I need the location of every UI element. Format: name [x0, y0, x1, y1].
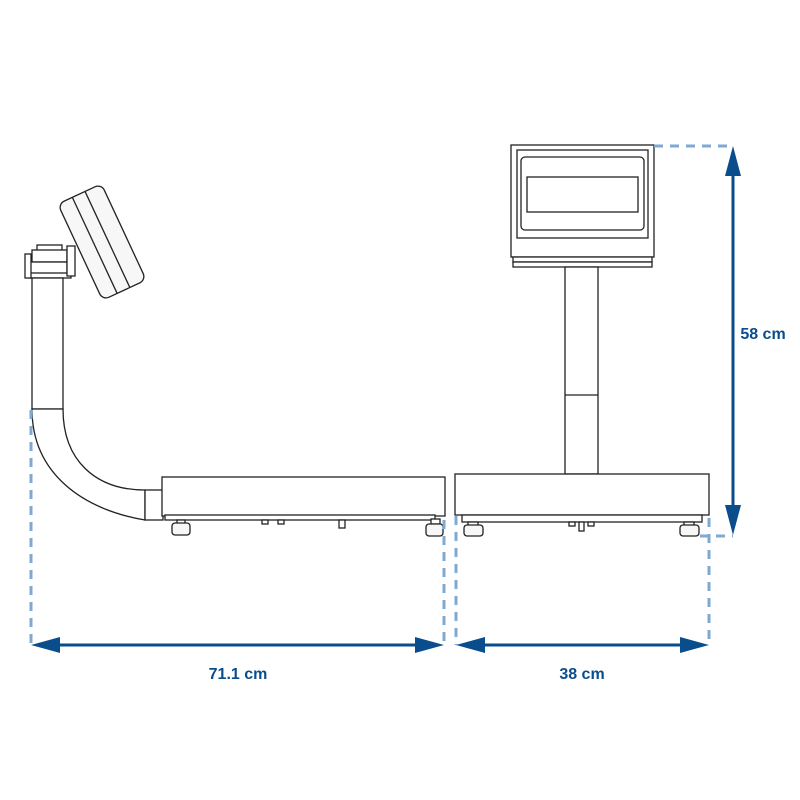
- display-bracket: [24, 244, 76, 279]
- column-front: [564, 266, 599, 475]
- column-side: [31, 277, 164, 521]
- width-dimension-arrow: [456, 637, 709, 653]
- lcd-window: [526, 176, 639, 213]
- width-label: 38 cm: [559, 666, 604, 683]
- foot: [679, 524, 700, 537]
- display-head-side: [59, 185, 145, 299]
- extension-lines: [29, 144, 733, 645]
- display-head-front: [510, 144, 655, 268]
- height-label: 58 cm: [740, 326, 785, 343]
- foot: [171, 522, 191, 536]
- scale-side-view: [24, 185, 446, 537]
- foot: [463, 524, 484, 537]
- foot: [425, 523, 444, 537]
- platform-side: [161, 476, 446, 537]
- platform-front: [454, 473, 710, 537]
- height-dimension-arrow: [725, 146, 741, 535]
- scale-front-view: [454, 144, 710, 537]
- depth-label: 71.1 cm: [209, 666, 268, 683]
- depth-dimension-arrow: [31, 637, 444, 653]
